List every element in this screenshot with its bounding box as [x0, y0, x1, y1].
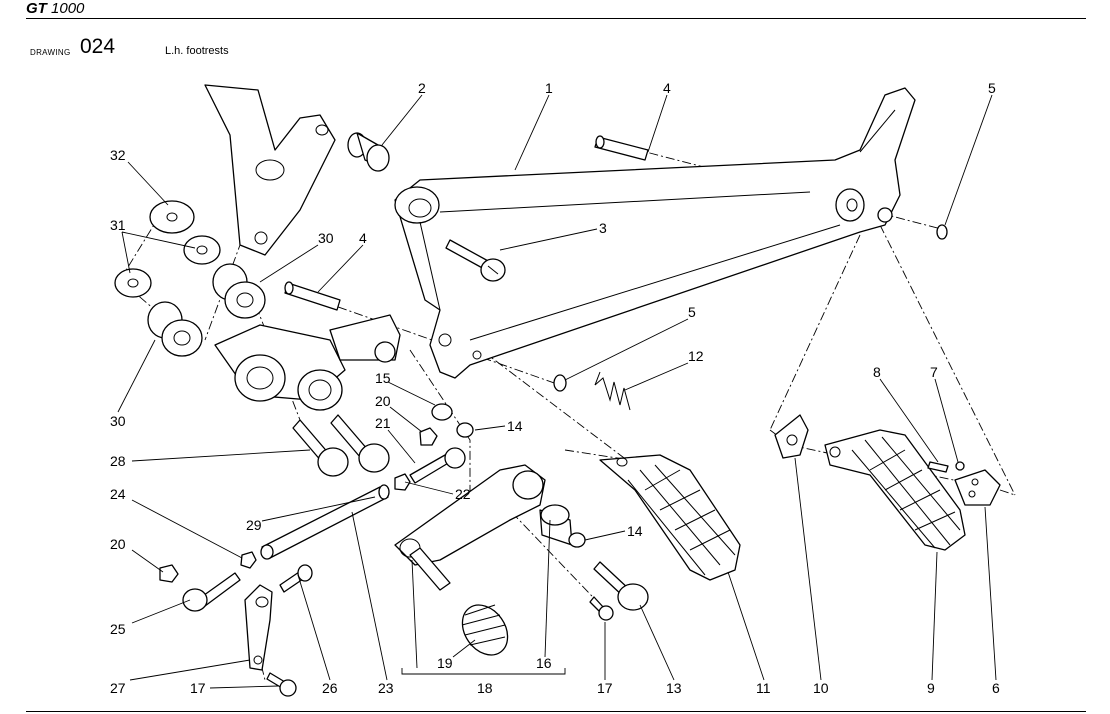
- callout-6: 6: [992, 680, 1000, 696]
- ball-7: [955, 461, 965, 471]
- leader-lines: [117, 94, 997, 689]
- callout-27: 27: [110, 680, 126, 696]
- callout-9: 9: [927, 680, 935, 696]
- washer-15: [431, 403, 453, 421]
- footpeg-11: [599, 454, 741, 581]
- drawing-number: 024: [80, 35, 116, 58]
- pin-4-lower: [284, 281, 341, 311]
- callout-5: 5: [688, 304, 696, 320]
- spring-12: [594, 371, 631, 411]
- model-name-bold: GT: [26, 0, 47, 17]
- footpeg-9: [824, 429, 966, 551]
- lower-bracket: [214, 314, 401, 411]
- callout-5: 5: [988, 80, 996, 96]
- callout-8: 8: [873, 364, 881, 380]
- screw-28-a: [292, 419, 349, 477]
- callout-7: 7: [930, 364, 938, 380]
- callout-31: 31: [110, 217, 126, 233]
- callout-25: 25: [110, 621, 126, 637]
- screw-17-right: [589, 596, 614, 621]
- screw-26: [279, 564, 313, 593]
- callouts: 1 2 4 5 32 3 31 30 4 5 12 30 8 7 15 20 2…: [110, 80, 1000, 696]
- circlip-5-lower: [553, 374, 567, 392]
- callout-19: 19: [437, 655, 453, 671]
- nut-22: [394, 473, 411, 491]
- callout-17: 17: [190, 680, 206, 696]
- frame-mount: [204, 84, 336, 256]
- callout-32: 32: [110, 147, 126, 163]
- group-bracket-18: [401, 668, 566, 675]
- callout-30: 30: [318, 230, 334, 246]
- spacer-30-lower: [147, 301, 203, 357]
- bracket-10: [774, 414, 809, 459]
- gear-lever-18: [394, 464, 546, 591]
- callout-24: 24: [110, 486, 126, 502]
- screw-13: [593, 561, 649, 611]
- callout-4: 4: [359, 230, 367, 246]
- linkage-rod-23: [260, 484, 390, 560]
- screw-3: [445, 239, 506, 282]
- nut-20-lower: [159, 564, 179, 583]
- callout-21: 21: [375, 415, 391, 431]
- circlip-14-upper: [456, 422, 474, 438]
- pin-4-upper: [594, 135, 649, 161]
- spacer-30-upper: [212, 263, 266, 319]
- bushing-2: [347, 132, 390, 172]
- screw-17-left: [266, 672, 297, 697]
- drawing-title: L.h. footrests: [165, 45, 229, 57]
- callout-26: 26: [322, 680, 338, 696]
- callout-15: 15: [375, 370, 391, 386]
- rod-end-25: [182, 572, 241, 612]
- callout-22: 22: [455, 486, 471, 502]
- callout-1: 1: [545, 80, 553, 96]
- callout-20: 20: [110, 536, 126, 552]
- callout-4: 4: [663, 80, 671, 96]
- bushing-16: [539, 504, 573, 546]
- callout-29: 29: [246, 517, 262, 533]
- callout-18: 18: [477, 680, 493, 696]
- drawing-label: DRAWING: [30, 48, 71, 57]
- screw-28-b: [330, 414, 390, 473]
- circlip-5-upper: [936, 224, 948, 240]
- footer-rule: [26, 711, 1086, 712]
- callout-2: 2: [418, 80, 426, 96]
- callout-14: 14: [627, 523, 643, 539]
- callout-13: 13: [666, 680, 682, 696]
- callout-17: 17: [597, 680, 613, 696]
- callout-30: 30: [110, 413, 126, 429]
- callout-23: 23: [378, 680, 394, 696]
- callout-20: 20: [375, 393, 391, 409]
- callout-16: 16: [536, 655, 552, 671]
- nut-20-upper: [419, 427, 438, 446]
- model-name-rest: 1000: [46, 0, 85, 17]
- rod-end-21: [409, 447, 466, 484]
- rubber-19: [461, 604, 509, 656]
- callout-10: 10: [813, 680, 829, 696]
- washer-32: [149, 200, 195, 234]
- footrest-bracket: [394, 87, 916, 379]
- callout-28: 28: [110, 453, 126, 469]
- callout-14: 14: [507, 418, 523, 434]
- washer-31-b: [114, 268, 152, 298]
- lever-27: [244, 584, 273, 671]
- callout-3: 3: [599, 220, 607, 236]
- callout-12: 12: [688, 348, 704, 364]
- callout-11: 11: [756, 680, 771, 696]
- header-rule: [26, 18, 1086, 19]
- nut-24: [240, 551, 257, 569]
- plate-6: [954, 469, 1001, 506]
- screw-8: [927, 461, 949, 473]
- model-name: GT 1000: [26, 0, 84, 17]
- circlip-14-lower: [568, 532, 586, 548]
- washer-31-a: [183, 235, 221, 265]
